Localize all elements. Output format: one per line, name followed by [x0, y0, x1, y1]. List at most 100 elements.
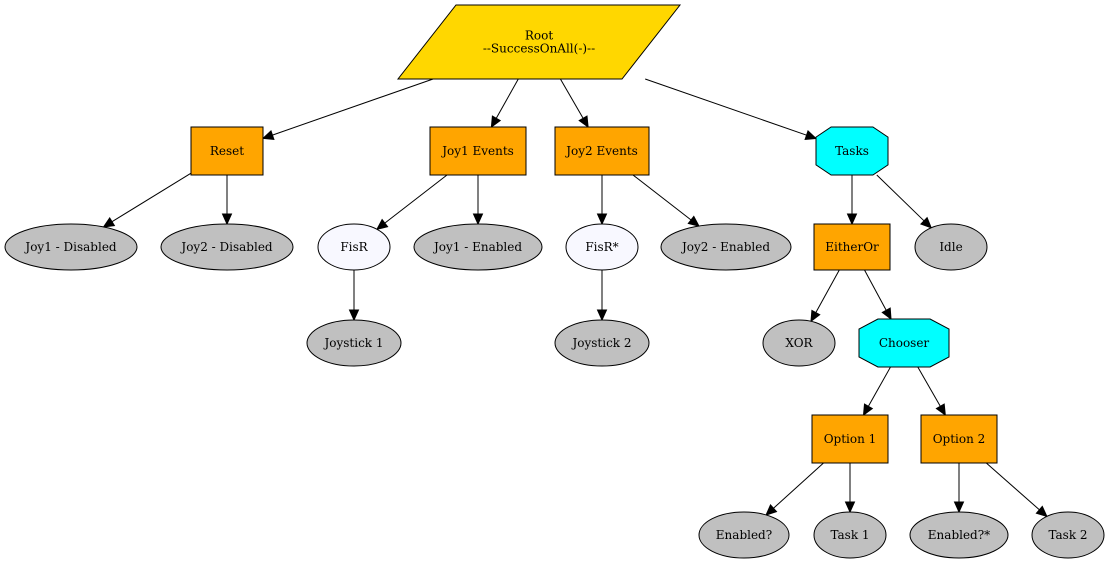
- arrowhead-icon: [935, 403, 946, 417]
- edge-line: [773, 462, 824, 509]
- node-label: --SuccessOnAll(-)--: [483, 42, 595, 56]
- edge-line: [867, 366, 891, 407]
- node-shape: [762, 319, 836, 367]
- node-label: EitherOr: [825, 240, 879, 254]
- node-joy1-disabled[interactable]: Joy1 - Disabled: [4, 223, 138, 271]
- node-shape: [190, 126, 264, 176]
- node-label: Reset: [210, 144, 244, 158]
- node-joy1-events[interactable]: Joy1 Events: [429, 126, 527, 176]
- node-joy1-enabled[interactable]: Joy1 - Enabled: [413, 223, 543, 271]
- node-joystick-2[interactable]: Joystick 2: [554, 319, 650, 367]
- arrowhead-icon: [596, 213, 608, 226]
- edge-line: [272, 78, 434, 136]
- node-shape: [4, 223, 138, 271]
- edge-root-to-tasks: [645, 78, 818, 140]
- edge-line: [985, 462, 1040, 511]
- node-label: Joy2 - Enabled: [680, 240, 770, 254]
- edge-line: [645, 78, 807, 136]
- arrowhead-icon: [596, 309, 608, 322]
- node-fisr-star[interactable]: FisR*: [565, 223, 639, 271]
- arrowhead-icon: [375, 218, 389, 231]
- node-task-1[interactable]: Task 1: [813, 511, 887, 559]
- node-shape: [160, 223, 294, 271]
- arrowhead-icon: [261, 130, 275, 140]
- node-shape: [914, 223, 988, 271]
- arrowhead-icon: [920, 216, 933, 229]
- node-task-2[interactable]: Task 2: [1031, 511, 1105, 559]
- node-eitheror[interactable]: EitherOr: [813, 223, 891, 271]
- node-label: Option 2: [933, 432, 986, 446]
- node-tasks[interactable]: Tasks: [815, 126, 889, 176]
- arrowhead-icon: [221, 213, 233, 226]
- edge-line: [917, 366, 941, 407]
- arrowhead-icon: [810, 309, 821, 323]
- edge-fisr-star-to-joystick-2: [596, 270, 608, 322]
- edges-layer: [102, 78, 1048, 518]
- node-shape: [429, 126, 527, 176]
- edge-fisr-to-joystick-1: [348, 270, 360, 322]
- arrowhead-icon: [953, 501, 965, 514]
- arrowhead-icon: [687, 215, 700, 227]
- node-label: FisR: [340, 240, 368, 254]
- edge-line: [384, 174, 448, 224]
- node-label: Task 1: [830, 528, 869, 542]
- edge-tasks-to-eitheror: [846, 175, 858, 226]
- node-label: Idle: [939, 240, 962, 254]
- edge-line: [559, 78, 584, 119]
- node-label: Enabled?*: [928, 528, 990, 542]
- arrowhead-icon: [490, 115, 502, 129]
- edge-tasks-to-idle: [876, 174, 933, 229]
- edge-line: [495, 78, 519, 119]
- node-reset[interactable]: Reset: [190, 126, 264, 176]
- edge-root-to-joy2-events: [559, 78, 589, 129]
- node-shape: [920, 414, 998, 464]
- arrowhead-icon: [846, 213, 858, 226]
- node-shape: [306, 319, 402, 367]
- node-shape: [1031, 511, 1105, 559]
- node-shape: [554, 319, 650, 367]
- arrowhead-icon: [804, 130, 818, 140]
- node-option-2[interactable]: Option 2: [920, 414, 998, 464]
- edge-root-to-reset: [261, 78, 434, 140]
- node-root[interactable]: Root--SuccessOnAll(-)--: [396, 4, 682, 80]
- edge-option-1-to-task-1: [844, 463, 856, 514]
- node-joy2-disabled[interactable]: Joy2 - Disabled: [160, 223, 294, 271]
- arrowhead-icon: [348, 309, 360, 322]
- edge-option-2-to-enabled-q-star: [953, 463, 965, 514]
- edge-chooser-to-option-2: [917, 366, 946, 417]
- edge-eitheror-to-xor: [810, 269, 840, 323]
- arrowhead-icon: [1035, 505, 1048, 518]
- node-label: Tasks: [835, 144, 869, 158]
- node-label: Joy2 Events: [564, 144, 638, 158]
- node-shape: [565, 223, 639, 271]
- edge-joy1-events-to-joy1-enabled: [472, 175, 484, 226]
- node-shape: [396, 4, 682, 80]
- node-option-1[interactable]: Option 1: [811, 414, 889, 464]
- edge-reset-to-joy1-disabled: [102, 172, 192, 228]
- edge-line: [632, 174, 692, 221]
- arrowhead-icon: [862, 403, 874, 417]
- arrowhead-icon: [765, 503, 778, 516]
- node-shape: [909, 511, 1009, 559]
- node-label: Option 1: [824, 432, 877, 446]
- node-chooser[interactable]: Chooser: [858, 318, 950, 368]
- node-idle[interactable]: Idle: [914, 223, 988, 271]
- node-label: Joy2 - Disabled: [179, 240, 273, 254]
- node-fisr[interactable]: FisR: [317, 223, 391, 271]
- node-label: XOR: [785, 336, 813, 350]
- node-joy2-events[interactable]: Joy2 Events: [554, 126, 650, 176]
- node-shape: [813, 223, 891, 271]
- node-shape: [811, 414, 889, 464]
- node-shape: [815, 126, 889, 176]
- edge-reset-to-joy2-disabled: [221, 175, 233, 226]
- node-enabled-q-star[interactable]: Enabled?*: [909, 511, 1009, 559]
- node-shape: [813, 511, 887, 559]
- node-label: Joy1 - Disabled: [23, 240, 117, 254]
- node-xor[interactable]: XOR: [762, 319, 836, 367]
- edge-root-to-joy1-events: [490, 78, 519, 129]
- node-enabled-q[interactable]: Enabled?: [698, 511, 790, 559]
- node-shape: [858, 318, 950, 368]
- node-joystick-1[interactable]: Joystick 1: [306, 319, 402, 367]
- node-joy2-enabled[interactable]: Joy2 - Enabled: [660, 223, 792, 271]
